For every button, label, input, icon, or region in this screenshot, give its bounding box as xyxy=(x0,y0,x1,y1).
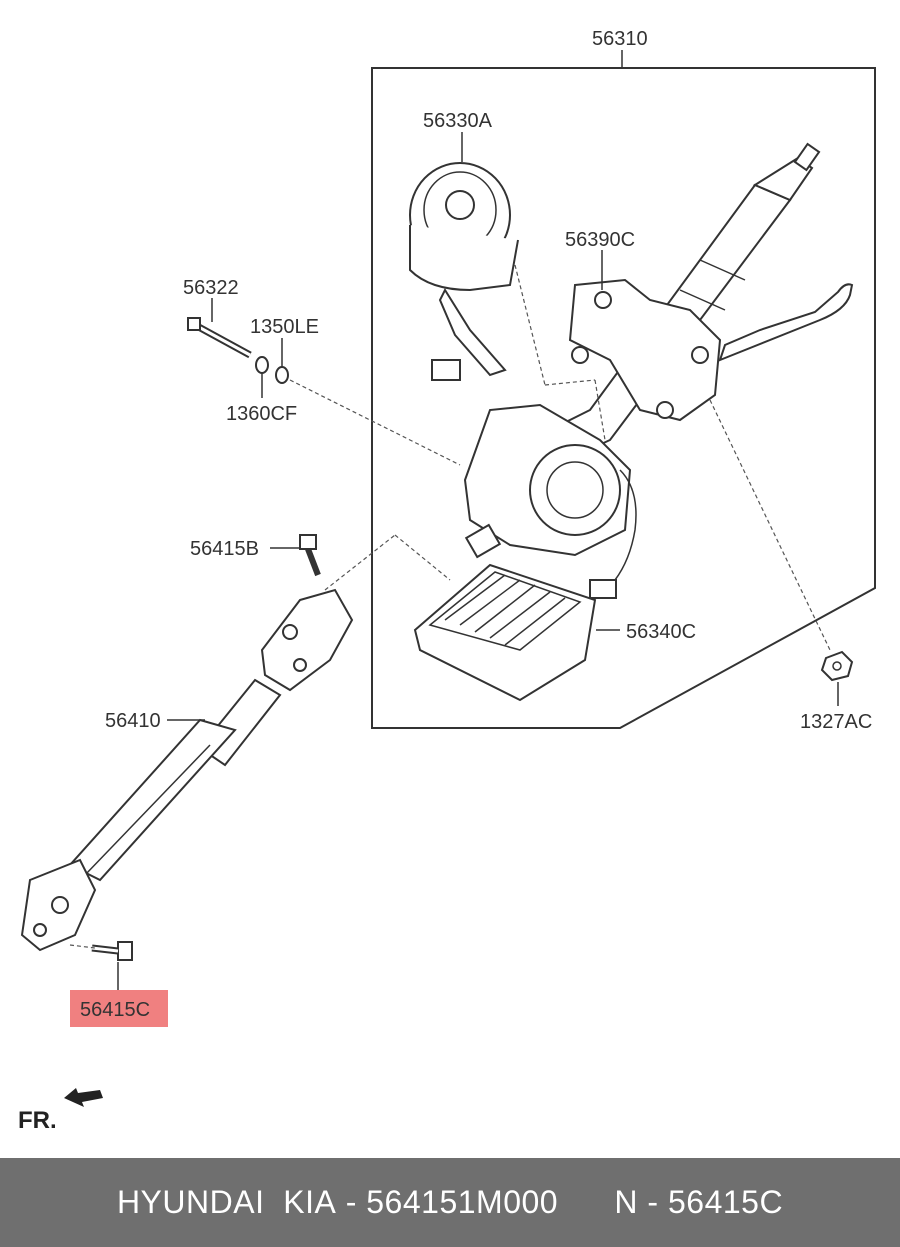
bolt-56415c xyxy=(91,941,133,961)
front-direction-arrow-icon xyxy=(64,1088,103,1107)
washer-1360cf xyxy=(255,356,269,374)
assembly-outline xyxy=(371,67,876,729)
label-bracket: 56390C xyxy=(565,229,635,251)
washer-1350le xyxy=(275,366,289,384)
label-bolt-top: 56322 xyxy=(183,277,239,299)
footer-part-number: 564151M000 xyxy=(366,1184,559,1220)
direction-label: FR. xyxy=(18,1107,57,1134)
motor-assembly xyxy=(409,162,519,381)
parts-diagram: 56310 56330A 56390C 56322 1350LE 1360CF … xyxy=(18,28,876,1134)
label-shaft: 56410 xyxy=(105,710,161,732)
ecu-module xyxy=(413,563,597,702)
label-assembly: 56310 xyxy=(592,28,648,50)
bolt-56322 xyxy=(187,317,252,359)
label-bolt-highlight: 56415C xyxy=(80,999,150,1021)
gearbox xyxy=(463,403,637,599)
footer-separator-1: - xyxy=(336,1184,367,1220)
footer-prefix: N xyxy=(614,1184,639,1220)
highlight-box xyxy=(70,990,168,1027)
bolt-56415b xyxy=(299,534,321,577)
steering-column xyxy=(528,142,854,472)
footer-gap xyxy=(558,1184,614,1221)
leader-lines xyxy=(117,132,839,990)
label-motor: 56330A xyxy=(423,110,493,132)
footer-separator-2: - xyxy=(638,1184,668,1220)
nut-1327ac xyxy=(820,650,854,682)
reference-lines xyxy=(69,264,831,949)
label-washer-b: 1360CF xyxy=(226,403,297,425)
label-washer-a: 1350LE xyxy=(250,316,319,338)
label-nut: 1327AC xyxy=(800,711,872,733)
part-info-footer: HYUNDAI KIA - 564151M000 N - 56415C xyxy=(0,1158,900,1247)
intermediate-shaft xyxy=(20,588,354,952)
label-bolt-joint: 56415B xyxy=(190,538,259,560)
label-module: 56340C xyxy=(626,621,696,643)
footer-brand: HYUNDAI KIA xyxy=(116,1184,337,1220)
footer-ref: 56415C xyxy=(667,1184,784,1220)
